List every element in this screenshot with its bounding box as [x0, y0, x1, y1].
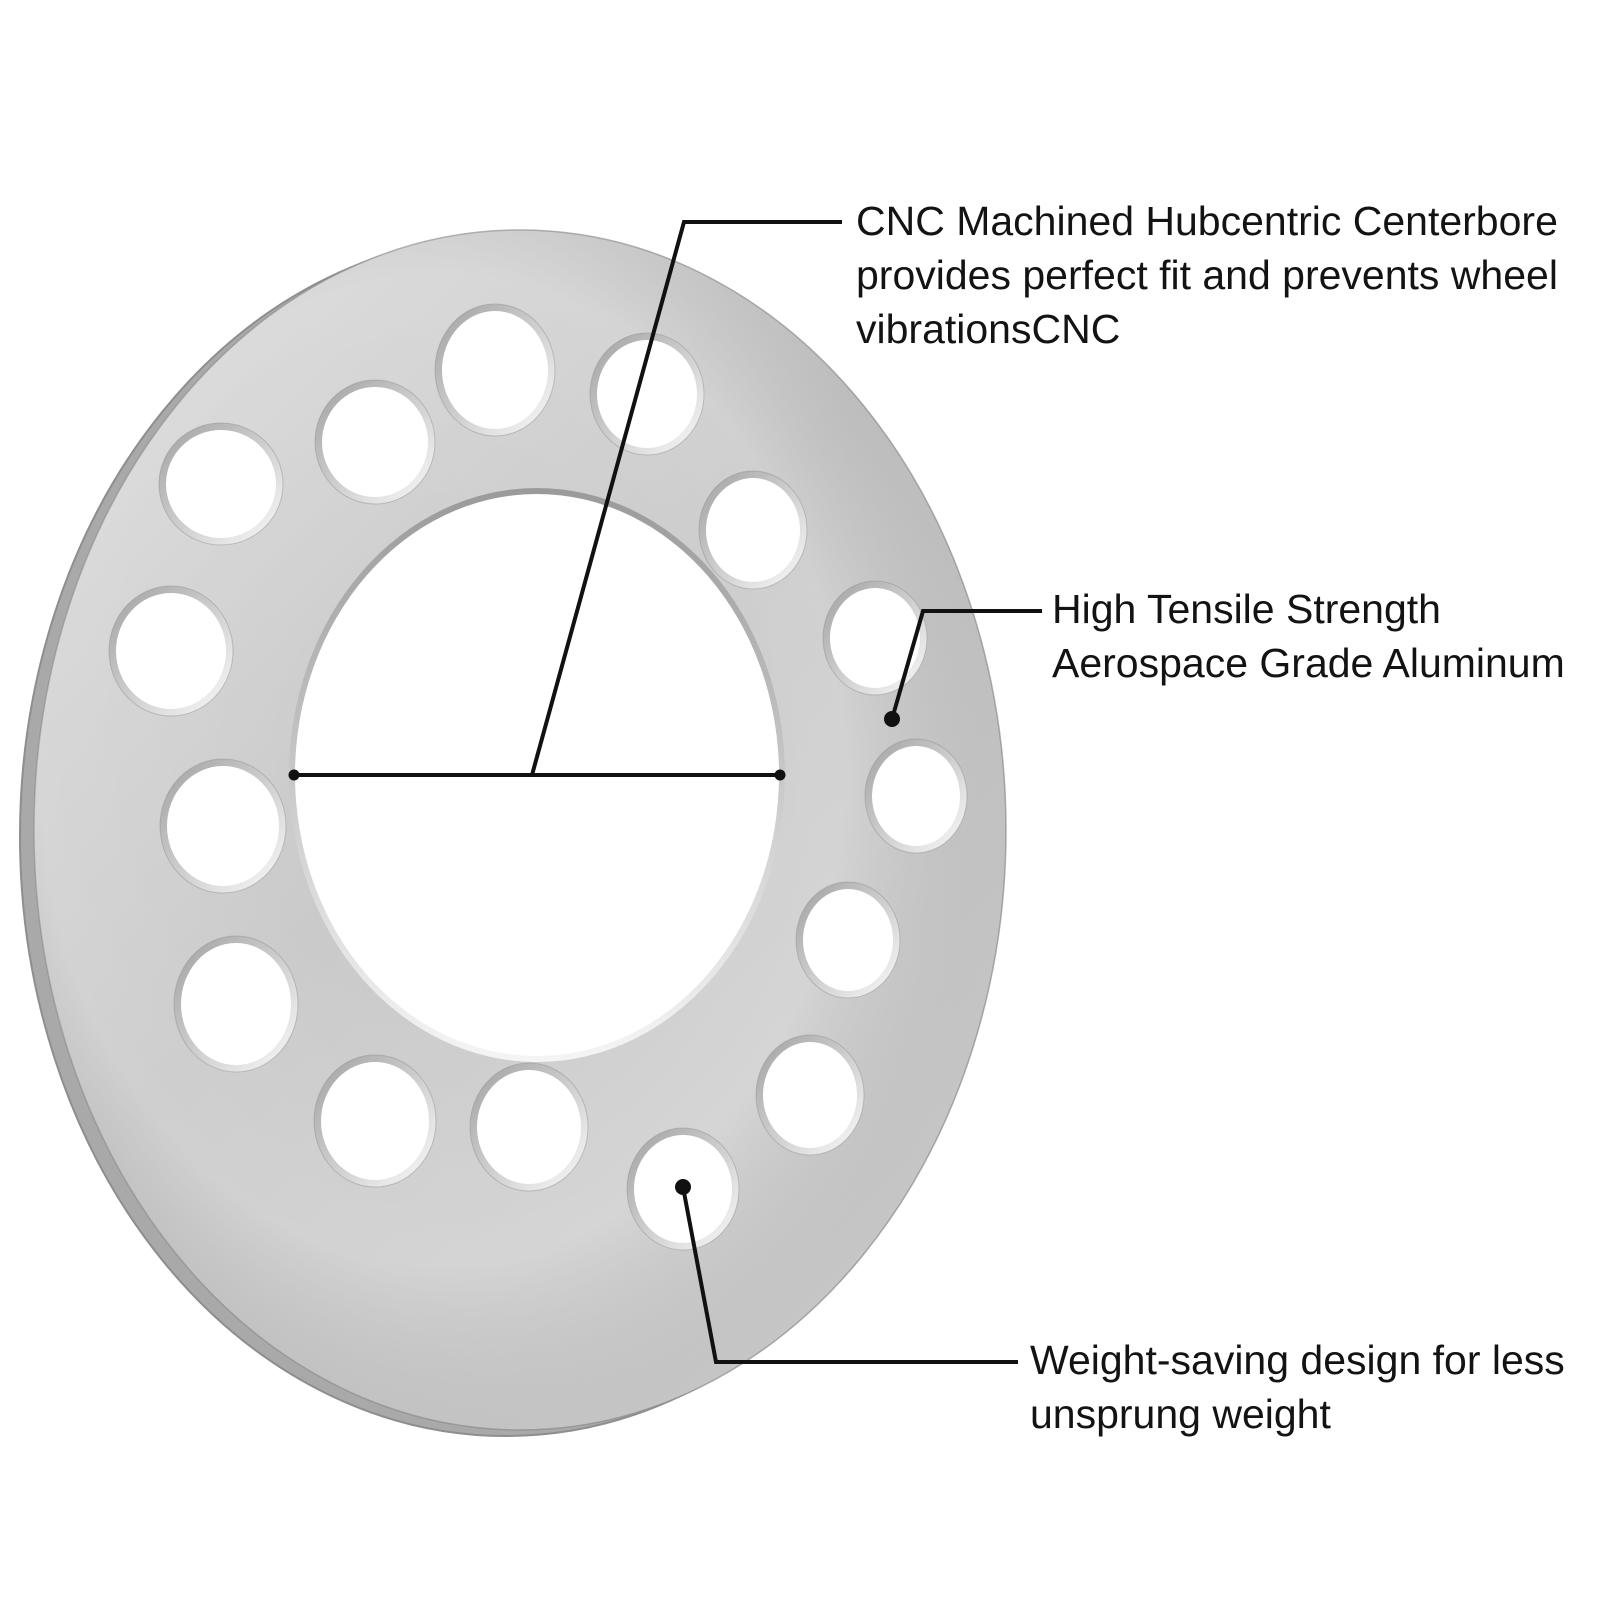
leader-weight-saving [681, 1186, 1018, 1364]
annotation-centerbore: CNC Machined Hubcentric Centerbore provi… [856, 194, 1558, 356]
annotation-line: CNC Machined Hubcentric Centerbore [856, 198, 1558, 244]
annotation-line: provides perfect fit and prevents wheel [856, 252, 1558, 298]
callout-leader-lines [288, 220, 1042, 1364]
diameter-end-dot [288, 769, 300, 781]
annotation-line: Aerospace Grade Aluminum [1052, 640, 1565, 686]
annotation-weight-saving: Weight-saving design for less unsprung w… [1030, 1333, 1565, 1441]
leader-centerbore [530, 220, 842, 776]
annotation-line: unsprung weight [1030, 1391, 1331, 1437]
annotation-line: Weight-saving design for less [1030, 1337, 1565, 1383]
annotation-material: High Tensile Strength Aerospace Grade Al… [1052, 582, 1565, 690]
leader-weight-saving-dot [675, 1179, 691, 1195]
leader-material-dot [884, 711, 900, 727]
annotation-line: vibrationsCNC [856, 306, 1121, 352]
leader-material [890, 609, 1042, 720]
diameter-end-dot [774, 769, 786, 781]
annotation-line: High Tensile Strength [1052, 586, 1441, 632]
